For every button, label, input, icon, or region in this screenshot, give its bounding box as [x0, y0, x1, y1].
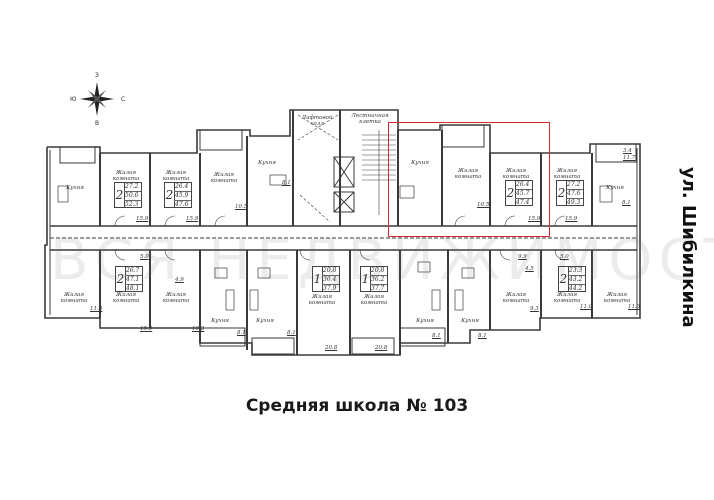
total-area: 50.6	[124, 192, 141, 201]
living-area: 26.4	[174, 183, 191, 192]
room-area-number: 15.9	[140, 326, 153, 332]
room-label: Жилая комната	[502, 168, 530, 180]
room-label: Кухня	[606, 185, 624, 191]
room-area-number: 5.0	[140, 254, 149, 260]
room-count: 2	[115, 183, 125, 207]
room-area-number: 5.0	[560, 254, 569, 260]
room-area-number: 15.9	[136, 216, 149, 222]
room-label: Лифтовой холл	[301, 115, 333, 127]
room-label: Кухня	[411, 160, 429, 166]
room-label: Жилая комната	[454, 168, 482, 180]
room-label: Кухня	[258, 160, 276, 166]
room-label: Жилая комната	[360, 294, 388, 306]
total-area-with-balcony: 52.3	[125, 201, 139, 208]
total-area: 36.2	[370, 276, 387, 285]
living-area: 23.3	[568, 267, 585, 276]
room-area-number: 11.0	[580, 304, 593, 310]
total-area-with-balcony: 44.2	[569, 285, 583, 292]
room-area-number: 8.1	[432, 333, 441, 339]
total-area-with-balcony: 37.7	[371, 285, 385, 292]
compass-east-label: С	[121, 96, 126, 103]
total-area: 47.6	[566, 190, 583, 199]
room-label: Жилая комната	[112, 170, 140, 182]
total-area: 45.9	[174, 192, 191, 201]
room-count: 2	[116, 267, 126, 291]
room-area-number: 3.4	[623, 148, 632, 154]
room-area-number: 8.1	[478, 333, 487, 339]
living-area: 27.2	[124, 183, 141, 192]
room-label: Жилая комната	[553, 292, 581, 304]
room-label: Кухня	[461, 318, 479, 324]
room-area-number: 8.1	[282, 180, 291, 186]
living-area: 26.4	[515, 181, 532, 190]
room-area-number: 15.9	[528, 216, 541, 222]
compass-north-label: З	[95, 72, 99, 79]
compass-rose	[80, 82, 114, 116]
room-count: 1	[361, 267, 371, 291]
total-area-with-balcony: 47.6	[175, 201, 189, 208]
living-area: 26.7	[125, 267, 142, 276]
room-count: 2	[506, 181, 516, 205]
room-count: 2	[165, 183, 175, 207]
living-area: 20.8	[370, 267, 387, 276]
compass-south-label: В	[95, 120, 100, 127]
compass-west-label: Ю	[70, 96, 77, 103]
total-area-with-balcony: 48.1	[126, 285, 140, 292]
room-area-number: 4.9	[175, 277, 184, 283]
room-area-number: 8.1	[287, 330, 296, 336]
room-area-number: 10.5	[235, 204, 248, 210]
selected-apartment-highlight	[388, 122, 550, 237]
room-area-number: 10.8	[192, 326, 205, 332]
room-area-number: 11.7	[623, 155, 636, 161]
room-label: Жилая комната	[210, 172, 238, 184]
room-label: Жилая комната	[162, 170, 190, 182]
room-area-number: 8.1	[622, 200, 631, 206]
room-label: Лестничная клетка	[351, 113, 389, 125]
room-area-number: 11.3	[628, 304, 641, 310]
room-count: 1	[313, 267, 323, 291]
room-label: Жилая комната	[308, 294, 336, 306]
room-area-number: 20.8	[325, 345, 338, 351]
room-area-number: 9.3	[530, 306, 539, 312]
street-label: ул. Шибилкина	[678, 167, 699, 328]
room-area-number: 15.9	[565, 216, 578, 222]
total-area: 45.7	[515, 190, 532, 199]
room-area-number: 8.1	[237, 330, 246, 336]
room-label: Кухня	[256, 318, 274, 324]
room-area-number: 4.5	[525, 266, 534, 272]
room-area-number: 9.9	[518, 254, 527, 260]
room-label: Жилая комната	[162, 292, 190, 304]
room-area-number: 20.8	[375, 345, 388, 351]
total-area: 47.1	[125, 276, 142, 285]
living-area: 20.8	[322, 267, 339, 276]
room-area-number: 15.9	[186, 216, 199, 222]
total-area-with-balcony: 37.9	[323, 285, 337, 292]
room-label: Жилая комната	[553, 168, 581, 180]
room-label: Жилая комната	[60, 292, 88, 304]
room-area-number: 10.5	[477, 202, 490, 208]
total-area-with-balcony: 49.3	[567, 199, 581, 206]
room-area-number: 11.3	[90, 306, 103, 312]
room-count: 2	[557, 181, 567, 205]
total-area: 36.4	[322, 276, 339, 285]
room-label: Кухня	[211, 318, 229, 324]
total-area-with-balcony: 47.4	[516, 199, 530, 206]
room-label: Кухня	[66, 185, 84, 191]
total-area: 43.2	[568, 276, 585, 285]
room-label: Жилая комната	[502, 292, 530, 304]
room-label: Кухня	[416, 318, 434, 324]
room-label: Жилая комната	[603, 292, 631, 304]
room-label: Жилая комната	[112, 292, 140, 304]
school-label: Средняя школа № 103	[245, 396, 469, 416]
living-area: 27.2	[566, 181, 583, 190]
room-count: 2	[559, 267, 569, 291]
